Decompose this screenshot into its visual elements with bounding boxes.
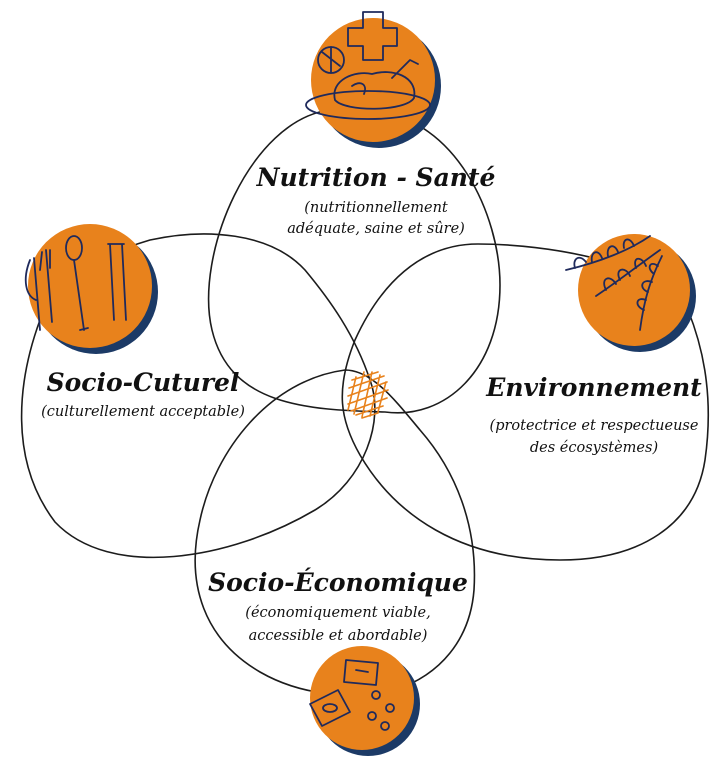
socio-culturel-icon-badge <box>24 224 158 354</box>
nutrition-sante-title: Nutrition - Santé <box>256 163 496 192</box>
socio-economique-icon-badge <box>309 646 420 756</box>
cutlery-icon <box>24 235 127 331</box>
nutrition-sante-subtitle-line1: (nutritionnellement <box>304 200 448 216</box>
socio-economique-subtitle-line1: (économiquement viable, <box>245 605 430 621</box>
environnement-icon-badge <box>565 234 696 352</box>
center-hatch-mark <box>347 371 389 419</box>
environnement-subtitle-line2: des écosystèmes) <box>530 440 658 456</box>
socio-culturel-title: Socio-Cuturel <box>47 368 240 397</box>
socio-culturel-subtitle: (culturellement acceptable) <box>41 404 245 420</box>
herb-sprig-icon <box>565 235 663 331</box>
socio-economique-subtitle-line2: accessible et abordable) <box>249 628 428 644</box>
petal-nutrition-sante <box>207 108 501 414</box>
socio-economique-title: Socio-Économique <box>208 568 468 597</box>
nutrition-sante-subtitle-line2: adéquate, saine et sûre) <box>287 221 465 237</box>
environnement-subtitle-line1: (protectrice et respectueuse <box>490 418 699 434</box>
banknotes-coins-icon <box>309 659 395 731</box>
nutrition-icon-badge <box>305 11 441 148</box>
roast-chicken-medical-cross-icon <box>305 11 431 120</box>
environnement-title: Environnement <box>485 373 702 402</box>
